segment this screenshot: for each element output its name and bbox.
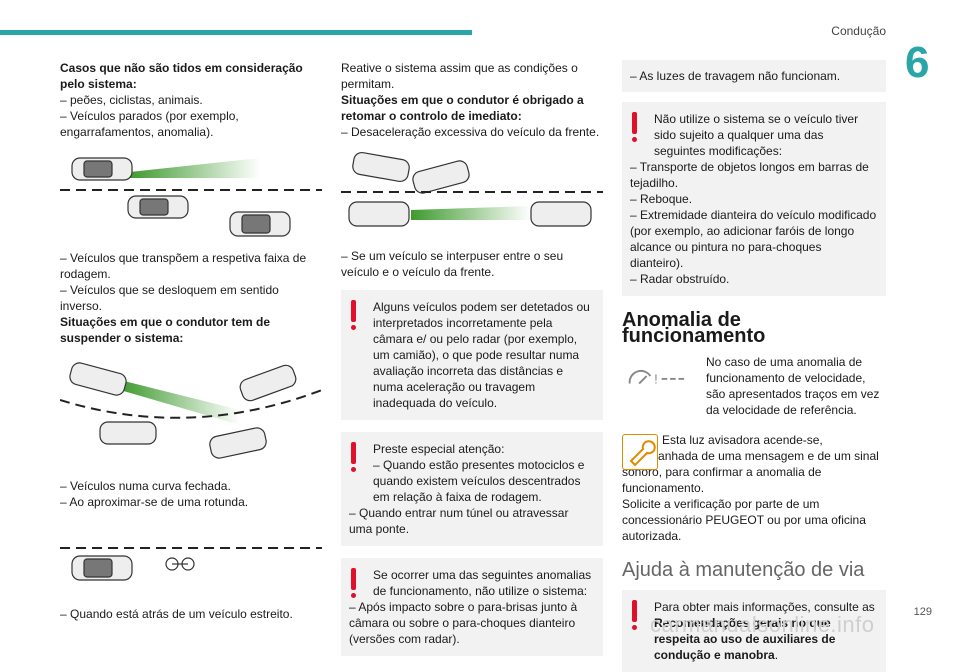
figure-stationary-vehicles	[60, 157, 322, 237]
warning-text: – Radar obstruído.	[630, 272, 730, 286]
warning-text: – Quando estão presentes motociclos e qu…	[373, 458, 585, 504]
warning-text: – Transporte de objetos longos em barras…	[630, 160, 869, 190]
list-item: – Veículos que se desloquem em sentido i…	[60, 283, 279, 313]
list-item: – Desaceleração excessiva do veículo da …	[341, 125, 600, 139]
page-number: 129	[913, 606, 932, 618]
list-item: – Se um veículo se interpuser entre o se…	[341, 249, 564, 279]
warning-text: Alguns veículos podem ser detetados ou i…	[373, 300, 590, 410]
warning-exclamation-icon	[632, 600, 637, 630]
paragraph-reactivate: Reative o sistema assim que as condições…	[341, 61, 578, 91]
info-text: Esta luz avisadora acende-se, acompanhad…	[622, 433, 879, 495]
list-item: – Ao aproximar-se de uma rotunda.	[60, 495, 249, 509]
warning-box-modifications: Não utilize o sistema se o veículo tiver…	[622, 102, 886, 296]
warning-exclamation-icon	[632, 112, 637, 142]
warning-text: Não utilize o sistema se o veículo tiver…	[654, 112, 859, 158]
warning-text: – Reboque.	[630, 192, 693, 206]
column-1: Casos que não são tidos em consideração …	[60, 60, 322, 622]
warning-box-attention: Preste especial atenção: – Quando estão …	[341, 432, 603, 546]
heading-suspend-system: Situações em que o condutor tem de suspe…	[60, 315, 271, 345]
warning-text: – Quando entrar num túnel ou atravessar …	[349, 506, 569, 536]
speed-dashes-block: ! No caso de uma anomalia de funcionamen…	[622, 354, 886, 418]
warning-box-malfunction: Se ocorrer uma das seguintes anomalias d…	[341, 558, 603, 656]
warning-box-detection: Alguns veículos podem ser detetados ou i…	[341, 290, 603, 420]
column-3: – As luzes de travagem não funcionam. Nã…	[622, 60, 886, 672]
list-item: – Quando está atrás de um veículo estrei…	[60, 607, 293, 621]
warning-exclamation-icon	[351, 442, 356, 472]
header-accent-bar	[0, 30, 472, 35]
figure-deceleration	[341, 151, 603, 227]
warning-exclamation-icon	[351, 568, 356, 598]
list-item: – Veículos que transpõem a respetiva fai…	[60, 251, 307, 281]
heading-not-considered: Casos que não são tidos em consideração …	[60, 61, 303, 91]
heading-retake-control: Situações em que o condutor é obrigado a…	[341, 93, 584, 123]
info-box-brake-lights: – As luzes de travagem não funcionam.	[622, 60, 886, 92]
info-text: – As luzes de travagem não funcionam.	[630, 69, 841, 83]
warning-exclamation-icon	[351, 300, 356, 330]
section-heading-lane-keeping: Ajuda à manutenção de via	[622, 559, 865, 581]
warning-text: – Após impacto sobre o para-brisas junto…	[349, 600, 578, 646]
info-text: Solicite a verificação por parte de um c…	[622, 497, 866, 543]
svg-text:!: !	[654, 372, 658, 387]
warning-text-lead: Para obter mais informações, consulte as	[654, 600, 875, 614]
figure-narrow-vehicle	[60, 547, 322, 581]
section-title: Condução	[831, 24, 886, 38]
speed-dashes-icon: !	[628, 369, 685, 387]
info-text: No caso de uma anomalia de funcionamento…	[706, 355, 880, 417]
section-heading-malfunction: Anomalia de funcionamento	[622, 309, 766, 347]
list-item: – Veículos numa curva fechada.	[60, 479, 231, 493]
chapter-number: 6	[905, 38, 930, 87]
warning-text-end: .	[774, 648, 779, 662]
warning-text: Preste especial atenção:	[373, 442, 505, 456]
list-item: – Veículos parados (por exemplo, engarra…	[60, 109, 239, 139]
list-item: – peões, ciclistas, animais.	[60, 93, 203, 107]
column-2: Reative o sistema assim que as condições…	[341, 60, 603, 656]
warning-text: – Extremidade dianteira do veículo modif…	[630, 208, 877, 270]
figure-sharp-curve	[60, 362, 322, 459]
wrench-warning-icon	[622, 434, 658, 470]
watermark: carmanualsonline.info	[650, 612, 875, 637]
warning-text: Se ocorrer uma das seguintes anomalias d…	[373, 568, 592, 598]
wrench-warning-block: Esta luz avisadora acende-se, acompanhad…	[622, 432, 886, 544]
